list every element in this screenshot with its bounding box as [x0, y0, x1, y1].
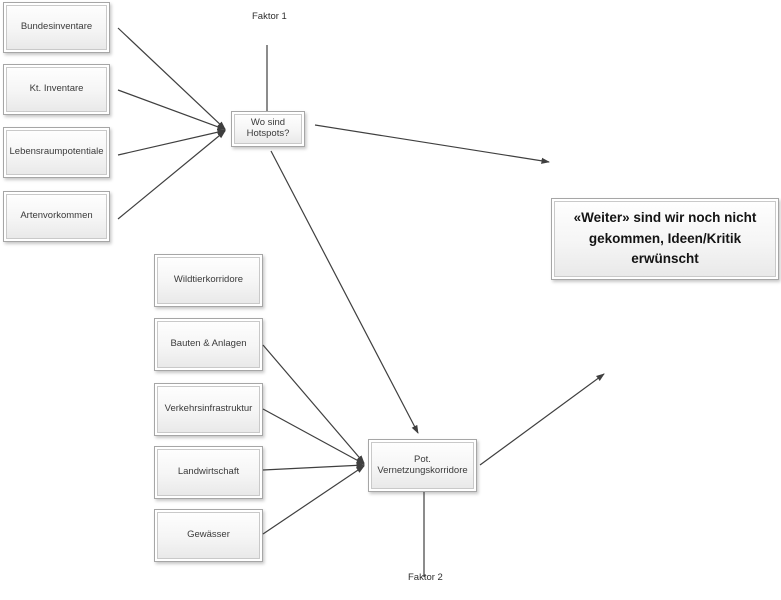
node-label: Wildtierkorridore: [173, 274, 244, 286]
node-label: Verkehrsinfrastruktur: [164, 403, 253, 415]
arrow-verkehr-to-vernetzung: [262, 408, 365, 465]
node-verkehrsinfrastruktur: Verkehrsinfrastruktur: [154, 383, 263, 436]
node-label: Kt. Inventare: [29, 83, 84, 95]
arrow-bauten-to-vernetzung: [262, 344, 365, 464]
node-label: Wo sind Hotspots?: [246, 117, 290, 139]
note-box: «Weiter» sind wir noch nicht gekommen, I…: [551, 198, 779, 280]
node-gewaesser: Gewässer: [154, 509, 263, 562]
note-box-face: «Weiter» sind wir noch nicht gekommen, I…: [554, 201, 776, 277]
arrow-vernetzung-to-upper-right: [479, 373, 605, 466]
node-label: Gewässer: [187, 529, 230, 541]
node-wildtierkorridore: Wildtierkorridore: [154, 254, 263, 307]
node-hotspots: Wo sind Hotspots?: [231, 111, 305, 147]
node-bundesinventare: Bundesinventare: [3, 2, 110, 53]
node-wildtierkorridore-face: Wildtierkorridore: [157, 257, 260, 304]
arrow-kt-inventare-to-hotspots: [117, 89, 226, 131]
arrow-artenvorkommen-to-hotspots: [117, 130, 226, 220]
arrow-hotspots-to-right: [314, 124, 550, 164]
node-label: Pot. Vernetzungskorridore: [377, 453, 468, 476]
node-label: Landwirtschaft: [177, 466, 240, 478]
arrow-lebensraumpotentiale-to-hotspots: [117, 129, 226, 156]
arrow-landwirtschaft-to-vernetzung: [262, 462, 365, 471]
node-bauten-anlagen: Bauten & Anlagen: [154, 318, 263, 371]
node-lebensraumpotentiale: Lebensraumpotentiale: [3, 127, 110, 178]
arrow-hotspots-to-vernetzung: [270, 150, 419, 434]
node-label: Lebensraumpotentiale: [9, 146, 104, 158]
label-faktor2: Faktor 2: [408, 572, 443, 583]
note-text: «Weiter» sind wir noch nicht gekommen, I…: [573, 209, 757, 267]
node-hotspots-face: Wo sind Hotspots?: [234, 114, 302, 144]
node-bauten-anlagen-face: Bauten & Anlagen: [157, 321, 260, 368]
arrow-gewaesser-to-vernetzung: [262, 465, 365, 535]
node-artenvorkommen: Artenvorkommen: [3, 191, 110, 242]
node-verkehrsinfrastruktur-face: Verkehrsinfrastruktur: [157, 386, 260, 433]
arrow-bundesinventare-to-hotspots: [117, 27, 226, 130]
label-faktor1: Faktor 1: [252, 11, 287, 22]
node-landwirtschaft: Landwirtschaft: [154, 446, 263, 499]
node-label: Artenvorkommen: [20, 210, 93, 222]
node-gewaesser-face: Gewässer: [157, 512, 260, 559]
node-kt-inventare-face: Kt. Inventare: [6, 67, 107, 112]
node-label: Bauten & Anlagen: [170, 338, 247, 350]
node-vernetzungskorridore: Pot. Vernetzungskorridore: [368, 439, 477, 492]
node-vernetzungskorridore-face: Pot. Vernetzungskorridore: [371, 442, 474, 489]
node-lebensraumpotentiale-face: Lebensraumpotentiale: [6, 130, 107, 175]
node-bundesinventare-face: Bundesinventare: [6, 5, 107, 50]
node-label: Bundesinventare: [20, 21, 93, 33]
node-kt-inventare: Kt. Inventare: [3, 64, 110, 115]
node-artenvorkommen-face: Artenvorkommen: [6, 194, 107, 239]
node-landwirtschaft-face: Landwirtschaft: [157, 449, 260, 496]
